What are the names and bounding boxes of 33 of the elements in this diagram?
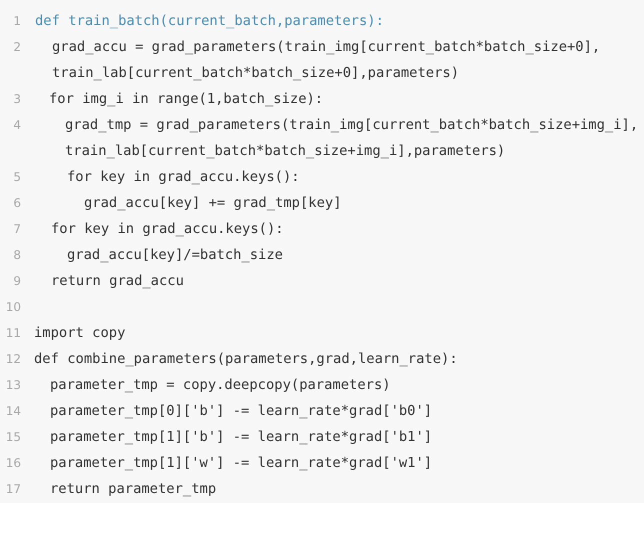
code-line: return grad_accu <box>51 272 185 291</box>
line-number: 13 <box>4 377 21 394</box>
code-line: for key in grad_accu.keys(): <box>67 168 301 187</box>
code-line: parameter_tmp = copy.deepcopy(parameters) <box>50 376 392 395</box>
code-line: for key in grad_accu.keys(): <box>51 220 285 239</box>
code-line: grad_accu = grad_parameters(train_img[current_batch*batch_size+0], train_lab[current_batch*batch_size+0],parameters) <box>52 38 602 83</box>
line-number: 8 <box>12 247 21 264</box>
line-number: 2 <box>12 39 21 56</box>
line-number: 3 <box>12 91 21 108</box>
line-number: 7 <box>12 221 21 238</box>
line-number: 6 <box>12 195 21 212</box>
code-line: grad_accu[key] += grad_tmp[key] <box>84 194 342 213</box>
line-number: 5 <box>12 169 21 186</box>
code-line: grad_accu[key]/=batch_size <box>67 246 284 265</box>
line-number: 1 <box>12 13 21 30</box>
line-number: 12 <box>4 351 21 368</box>
line-number: 14 <box>4 403 21 420</box>
code-line: return parameter_tmp <box>50 480 218 499</box>
code-line: parameter_tmp[0]['b'] -= learn_rate*grad['b0'] <box>50 402 434 421</box>
code-line: import copy <box>34 324 126 343</box>
line-number: 15 <box>4 429 21 446</box>
code-line: parameter_tmp[1]['w'] -= learn_rate*grad['w1'] <box>50 454 434 473</box>
line-number: 10 <box>4 299 21 316</box>
code-line: def train_batch(current_batch,parameters): <box>35 12 385 31</box>
line-number: 17 <box>4 481 21 498</box>
code-line: grad_tmp = grad_parameters(train_img[current_batch*batch_size+img_i], train_lab[current_batch*batch_size+img_i],parameters) <box>65 116 640 161</box>
code-line: for img_i in range(1,batch_size): <box>49 90 324 109</box>
code-line: def combine_parameters(parameters,grad,learn_rate): <box>34 350 459 369</box>
code-line: parameter_tmp[1]['b'] -= learn_rate*grad['b1'] <box>50 428 434 447</box>
line-number: 4 <box>12 117 21 134</box>
line-number: 16 <box>4 455 21 472</box>
line-number: 9 <box>12 273 21 290</box>
line-number: 11 <box>4 325 21 342</box>
